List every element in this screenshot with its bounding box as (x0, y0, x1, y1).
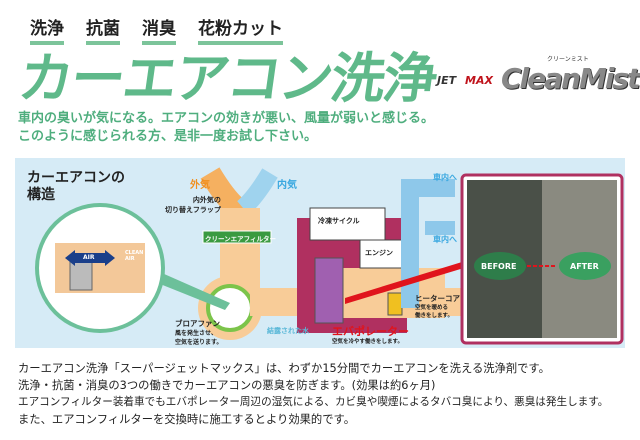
lead-text: 車内の臭いが気になる。エアコンの効きが悪い、風量が弱いと感じる。 このように感じ… (18, 110, 434, 146)
body-line: また、エアコンフィルターを交換時に施工するとより効果的です。 (18, 413, 355, 426)
aircon-diagram: カーエアコンの 構造 外気 内気 内外気の 切り替えフラップ クリーンエアフィル… (15, 158, 625, 348)
heater-desc: 空気を暖める 働きをします。 (415, 303, 453, 319)
flap-line: 内外気の (192, 196, 221, 204)
heading-line: 構造 (27, 187, 55, 203)
to-cabin-label: 車内へ (433, 235, 457, 244)
brand-logo: JET MAX クリーンミスト CleanMist (437, 56, 640, 95)
lead-line: このように感じられる方、是非一度お試し下さい。 (18, 129, 318, 144)
outside-air-label: 外気 (190, 180, 210, 191)
logo-max: MAX (465, 74, 493, 87)
body-line: エアコンフィルター装着車でもエバポレーター周辺の湿気による、カビ臭や喫煙によるタ… (18, 396, 609, 408)
diagram-graphic (35, 167, 624, 345)
tag: 花粉カット (198, 14, 283, 45)
body-line: 洗浄・抗菌・消臭の3つの働きでカーエアコンの悪臭を防ぎます。(効果は約6ヶ月) (18, 379, 436, 392)
evaporator-desc: 空気を冷やす働きをします。 (332, 339, 403, 345)
heater-core-label: ヒーターコア (415, 294, 460, 303)
blower-desc: 風を発生させ、 空気を送ります。 (175, 328, 222, 346)
flap-line: 切り替えフラップ (165, 206, 221, 214)
blower-desc-line: 風を発生させ、 (175, 330, 218, 337)
to-cabin-label: 車内へ (433, 173, 457, 182)
heading-line: カーエアコンの (27, 170, 125, 186)
flap-label: 内外気の 切り替えフラップ (165, 195, 221, 215)
clean-air-label: CLEAN AIR (125, 250, 144, 262)
heater-desc-line: 働きをします。 (415, 313, 453, 319)
evaporator-icon (314, 257, 344, 324)
logo-brand: CleanMist (501, 62, 640, 95)
diagram-heading: カーエアコンの 構造 (27, 170, 125, 204)
air-label: AIR (83, 254, 95, 261)
heater-desc-line: 空気を暖める (415, 305, 449, 311)
blower-desc-line: 空気を送ります。 (175, 339, 223, 346)
evaporator-label: エバポレーター (332, 325, 409, 338)
tag: 消臭 (142, 14, 176, 45)
refrigeration-cycle-label: 冷凍サイクル (318, 217, 360, 225)
blower-label: ブロアファン (175, 319, 220, 328)
body-line: カーエアコン洗浄「スーパージェットマックス」は、わずか15分間でカーエアコンを洗… (18, 362, 550, 375)
after-label: AFTER (570, 262, 599, 271)
engine-label: エンジン (365, 249, 393, 257)
feature-tags: 洗浄 抗菌 消臭 花粉カット (30, 14, 283, 45)
logo-kana: クリーンミスト (547, 56, 589, 63)
before-label: BEFORE (481, 262, 517, 271)
heater-core-icon (387, 292, 403, 316)
inside-air-label: 内気 (277, 180, 297, 191)
logo-jet: JET (437, 74, 457, 87)
condensed-water-label: 結露された水 (267, 327, 309, 335)
page-title: カーエアコン洗浄 (14, 47, 440, 110)
filter-label: クリーンエアフィルター (205, 235, 277, 243)
tag: 洗浄 (30, 14, 64, 45)
description-text: カーエアコン洗浄「スーパージェットマックス」は、わずか15分間でカーエアコンを洗… (18, 360, 608, 428)
tag: 抗菌 (86, 14, 120, 45)
lead-line: 車内の臭いが気になる。エアコンの効きが悪い、風量が弱いと感じる。 (18, 111, 435, 126)
